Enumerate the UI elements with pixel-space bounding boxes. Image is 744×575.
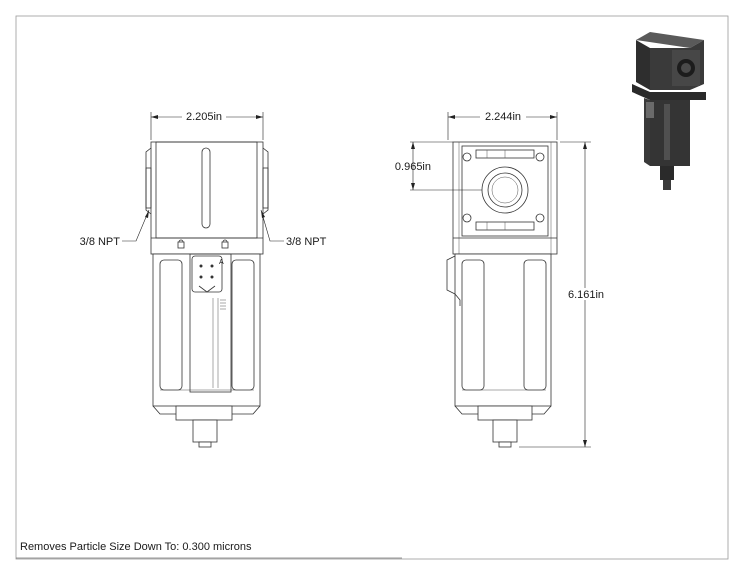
front-sight-gauge [189, 253, 232, 393]
unlock-icon [221, 239, 229, 249]
overall-height-dimension: 6.161in [568, 289, 604, 301]
front-view: A 2.205in 3/8 NPT 3/8 NPT [80, 110, 327, 448]
side-port-flange [461, 145, 549, 237]
side-width-dimension: 2.244in [485, 111, 521, 123]
front-head-block [150, 141, 264, 255]
iso-view [632, 32, 706, 190]
port-height-dimension: 0.965in [395, 161, 431, 173]
spec-note: Removes Particle Size Down To: 0.300 mic… [20, 541, 252, 553]
lock-icon [177, 239, 185, 249]
sheet-border [15, 15, 729, 560]
front-bowl [152, 253, 261, 407]
valve-letter: A [219, 259, 224, 266]
side-drain-stem [492, 419, 518, 443]
front-head-slot [201, 147, 211, 229]
side-view: 2.244in 0.965in 6.161in [395, 110, 608, 448]
side-port-opening [481, 166, 529, 214]
port-right-callout: 3/8 NPT [286, 236, 327, 248]
side-bowl [454, 253, 552, 407]
front-drain-stem [192, 419, 218, 443]
port-left-callout: 3/8 NPT [80, 236, 121, 248]
front-width-dimension: 2.205in [186, 111, 222, 123]
